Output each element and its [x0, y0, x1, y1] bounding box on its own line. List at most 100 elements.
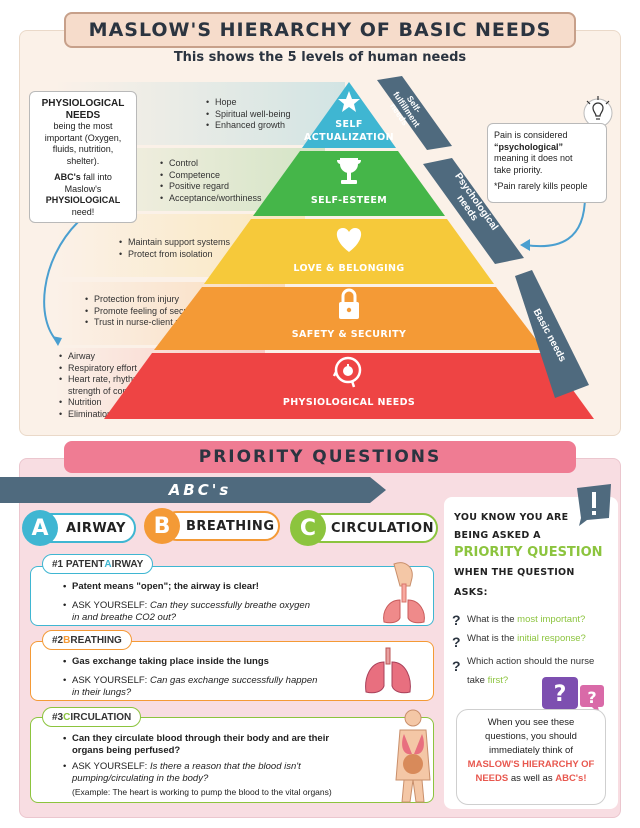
tier-self-actualization [302, 82, 396, 148]
note-text: important (Oxygen, [44, 132, 122, 143]
pain-note: Pain is considered “psychological” meani… [487, 123, 607, 203]
padlock-icon [339, 288, 359, 319]
subtitle: This shows the 5 levels of human needs [173, 50, 467, 65]
body-organs-illustration-icon [395, 709, 431, 803]
note-text: shelter). [66, 155, 100, 166]
q-priority-question: PRIORITY QUESTION [454, 545, 603, 560]
abc-banner [0, 477, 386, 503]
note-text: PHYSIOLOGICAL [45, 195, 121, 205]
circulation-ask: •ASK YOURSELF: Is there a reason that th… [63, 761, 301, 784]
final-text: as well as [508, 773, 556, 784]
page-title: MASLOW'S HIERARCHY OF BASIC NEEDS [64, 12, 576, 48]
list-item: Hope [206, 97, 291, 109]
list-item: Elimination [59, 409, 189, 421]
note-heading: NEEDS [65, 109, 101, 121]
q-highlight: first? [487, 675, 509, 686]
exclamation-bubble-icon [577, 484, 611, 526]
tier-label-self-esteem: SELF-ESTEEM [310, 195, 388, 206]
ask-question: pumping/circulating in the body? [72, 772, 209, 784]
ask-label: ASK YOURSELF: [72, 675, 150, 686]
list-item: Control [160, 158, 262, 170]
tier-label-line: ACTUALIZATION [304, 132, 394, 143]
q-item-1: What is the most important? [467, 614, 585, 625]
left-curve-arrow [43, 221, 79, 343]
airway-word: AIRWAY [66, 520, 126, 536]
question-mark-icon: ? [452, 634, 461, 650]
ask-question: in and breathe CO2 out? [72, 611, 177, 623]
note-text: being the most [53, 121, 113, 131]
lungs-illustration-icon [365, 647, 411, 694]
abc-banner-text: ABC's [168, 481, 232, 499]
tier-physiological [104, 353, 594, 419]
note-text: take priority. [494, 164, 543, 175]
tab-text: #2 [52, 634, 64, 646]
final-text: questions, you should [485, 731, 577, 742]
q-line-4: WHEN THE QUESTION [454, 567, 575, 578]
note-text: Maslow's [64, 183, 102, 194]
list-item: Respiratory effort [59, 363, 189, 375]
note-text: *Pain rarely kills people [494, 181, 588, 191]
circulation-card [30, 717, 434, 803]
breathing-word: BREATHING [186, 518, 275, 534]
right-curve-arrow [524, 195, 586, 248]
left-curve-arrow-head [52, 336, 62, 346]
breathing-pill: BREATHING [162, 511, 280, 541]
list-item: Promote feeling of security [85, 306, 225, 318]
q-line-5: ASKS: [454, 587, 488, 598]
head-apple-icon [332, 356, 362, 388]
airway-ask: •ASK YOURSELF: Can they successfully bre… [63, 600, 310, 623]
note-text: need! [71, 206, 95, 217]
list-item: Spiritual well-being [206, 109, 291, 121]
q-highlight: most important? [517, 614, 586, 625]
question-mark-icon: ? [452, 612, 461, 628]
tab-text: REATHING [70, 634, 122, 646]
ask-question: Can they successfully breathe oxygen [149, 600, 310, 611]
list-item: Airway [59, 351, 189, 363]
list-item: Competence [160, 170, 262, 182]
priority-title: PRIORITY QUESTIONS [64, 441, 576, 473]
breathing-ask: •ASK YOURSELF: Can gas exchange successf… [63, 675, 318, 698]
final-highlight: ABC's! [555, 773, 587, 784]
title-text: MASLOW'S HIERARCHY OF BASIC NEEDS [88, 19, 552, 41]
list-item: Heart rate, rhythm, and strength of cont… [59, 374, 189, 397]
tab-letter: B [63, 634, 71, 646]
note-text: fluids, nutrition, [52, 144, 114, 154]
q-highlight: initial response? [517, 633, 586, 644]
final-text: immediately think of [489, 745, 573, 756]
lightbulb-icon [583, 96, 613, 128]
tab-text: #1 PATENT [52, 558, 105, 570]
question-mark-icon: ? [452, 658, 461, 674]
tier-label-love: LOVE & BELONGING [293, 263, 405, 274]
q-text: What is the [467, 614, 518, 625]
maslow-pyramid [43, 76, 613, 419]
physiological-note: PHYSIOLOGICAL NEEDS being the most impor… [29, 91, 137, 223]
circulation-example: (Example: The heart is working to pump t… [72, 787, 332, 797]
safety-list: Protection from injury Promote feeling o… [85, 294, 225, 329]
final-highlight: MASLOW'S HIERARCHY OF [467, 759, 595, 770]
tier-label-line: SELF [335, 119, 363, 130]
arrow-basic-needs [515, 270, 589, 398]
physiological-list: Airway Respiratory effort Heart rate, rh… [59, 351, 189, 420]
q-text: take [467, 675, 488, 686]
ask-label: ASK YOURSELF: [72, 761, 150, 772]
trophy-icon [336, 158, 362, 184]
list-item: Maintain support systems [119, 237, 230, 249]
q-text: What is the [467, 633, 518, 644]
heart-icon [336, 228, 362, 252]
note-text: Pain is considered [494, 130, 568, 140]
list-item: Nutrition [59, 397, 189, 409]
q-line-1: YOU KNOW YOU ARE [454, 512, 569, 523]
airway-letter: A [22, 510, 58, 546]
self-esteem-list: Control Competence Positive regard Accep… [160, 158, 262, 204]
tab-text: IRWAY [111, 558, 144, 570]
ask-question: Is there a reason that the blood isn't [149, 761, 301, 772]
breathing-letter: B [144, 508, 180, 544]
list-item: Trust in nurse-client relationship [85, 317, 225, 329]
note-text: “psychological” [494, 141, 564, 152]
note-text: meaning it does not [494, 153, 573, 163]
ask-question: Can gas exchange successfully happen [149, 675, 318, 686]
q-line-2: BEING ASKED A [454, 530, 541, 541]
